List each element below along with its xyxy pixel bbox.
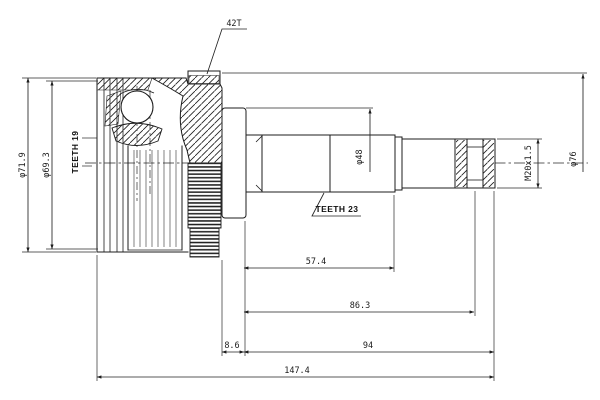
label-tone-ring-teeth: 42T [226, 19, 241, 29]
housing-shoulder-hatch [150, 77, 223, 164]
outer-housing-section [96, 70, 223, 258]
label-housing-outer-diameter: φ71.9 [18, 152, 28, 178]
drawing-labels: 42T φ71.9 φ69.3 TEETH 19 φ48 TEETH 23 M2… [18, 19, 579, 376]
label-shaft-spline-teeth: TEETH 23 [316, 204, 359, 214]
label-damper-seat-diameter: φ48 [355, 149, 365, 164]
extension-lines [22, 72, 587, 381]
cage-wedge-hatch [104, 90, 122, 127]
dimension-lines [26, 28, 585, 379]
spline-shaft-body [245, 134, 396, 193]
bearing-ball [120, 90, 154, 124]
label-housing-groove-diameter: φ69.3 [42, 152, 52, 178]
threaded-end [454, 138, 496, 189]
abs-tone-ring [187, 70, 221, 85]
leader-teeth-23 [311, 192, 361, 217]
leader-42t [206, 28, 247, 75]
label-tone-ring-outer-diameter: φ76 [569, 151, 579, 166]
dim-overall-length: 147.4 [284, 366, 310, 376]
dim-shaft-length: 86.3 [350, 301, 370, 311]
inner-race-hatch [111, 122, 163, 146]
dim-boot-seat-width: 8.6 [224, 341, 239, 351]
housing-top-wall-hatch [96, 77, 153, 91]
dim-stem-length: 94 [363, 341, 373, 351]
inner-spline-bore [127, 145, 183, 251]
label-thread-spec: M20x1.5 [524, 145, 534, 181]
dim-spline-length: 57.4 [306, 257, 326, 267]
damper-seat-shoulder [221, 107, 247, 219]
thread-shank [401, 138, 456, 189]
snap-ring-collar [394, 136, 403, 191]
label-inner-spline-teeth: TEETH 19 [70, 131, 80, 174]
cage-arc [119, 88, 155, 95]
boot-clamp-serrations [187, 162, 222, 258]
